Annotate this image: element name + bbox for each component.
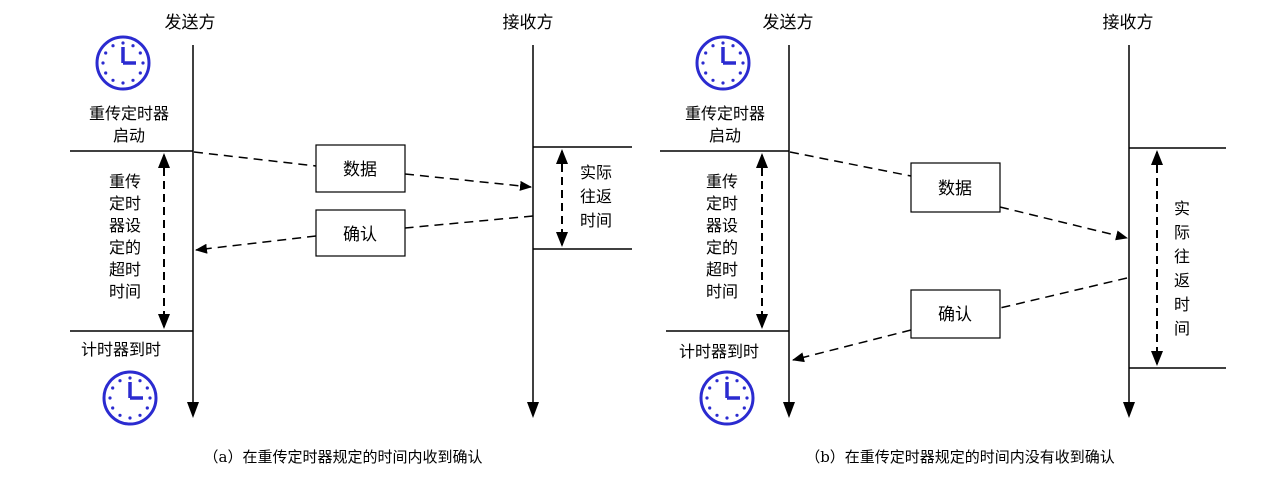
ack-arrow: [195, 235, 317, 254]
clock-icon: [102, 370, 158, 426]
receiver-timeline-arrowhead: [1123, 402, 1135, 418]
timeout-arrowhead-down: [756, 314, 768, 329]
rtt-line-1: 实: [1174, 199, 1190, 218]
rtt-line-1: 实际: [580, 163, 612, 182]
timeout-line-1: 重传: [706, 172, 738, 191]
timer-expire-label: 计时器到时: [679, 342, 759, 361]
rtt-line-4: 返: [1174, 271, 1190, 290]
data-label: 数据: [343, 160, 377, 180]
ack-label: 确认: [938, 305, 972, 325]
ack-arrow: [792, 329, 912, 363]
sender-timeline-arrowhead: [187, 402, 199, 418]
ack-box: [910, 289, 1001, 339]
timeout-line-4: 定的: [706, 238, 738, 257]
data-path-segment: [193, 151, 317, 167]
diagram-b: 发送方 接收方 重传定时器 启动 重传 定时 器设 定的 超时 时间 计时器到时…: [660, 13, 1226, 466]
data-path-segment: [789, 151, 912, 177]
timer-start-line-1: 重传定时器: [685, 104, 765, 123]
timeout-line-3: 器设: [706, 216, 738, 235]
timeout-arrowhead-down: [158, 314, 170, 329]
diagram-a: 发送方 接收方 重传定时器 启动 重传 定时 器设 定的 超时 时间 计时器到时…: [70, 13, 632, 466]
timeout-line-6: 时间: [706, 282, 738, 301]
timer-start-line-2: 启动: [709, 126, 741, 145]
timeout-line-6: 时间: [109, 282, 141, 301]
receiver-timeline-arrowhead: [527, 402, 539, 418]
timeout-line-4: 定的: [109, 238, 141, 257]
timeout-line-2: 定时: [706, 194, 738, 213]
rtt-line-2: 往返: [580, 187, 612, 206]
timer-expire-label: 计时器到时: [81, 340, 161, 359]
data-box: [910, 162, 1001, 213]
clock-icon: [95, 35, 151, 91]
timeout-line-1: 重传: [109, 172, 141, 191]
clock-icon: [699, 370, 755, 426]
data-label: 数据: [938, 179, 972, 199]
rtt-line-5: 时: [1174, 295, 1190, 314]
rtt-arrowhead-down: [556, 232, 568, 247]
rtt-arrowhead-up: [556, 149, 568, 164]
timer-start-line-2: 启动: [113, 126, 145, 145]
caption: （a）在重传定时器规定的时间内收到确认: [204, 448, 483, 466]
timeout-line-3: 器设: [109, 216, 141, 235]
timeout-arrowhead-up: [158, 153, 170, 168]
rtt-line-2: 际: [1174, 223, 1190, 242]
data-arrow: [404, 173, 532, 191]
caption: （b）在重传定时器规定的时间内没有收到确认: [805, 448, 1115, 466]
data-arrow: [999, 206, 1128, 241]
sender-timeline-arrowhead: [783, 402, 795, 418]
timer-start-line-1: 重传定时器: [89, 104, 169, 123]
rtt-line-3: 往: [1174, 247, 1190, 266]
rtt-line-3: 时间: [580, 211, 612, 230]
rtt-arrowhead-down: [1151, 351, 1163, 366]
rtt-line-6: 间: [1174, 319, 1190, 338]
timeout-line-5: 超时: [109, 260, 141, 279]
timeout-line-5: 超时: [706, 260, 738, 279]
sender-label: 发送方: [763, 13, 814, 33]
data-box: [315, 144, 406, 193]
receiver-label: 接收方: [503, 13, 554, 33]
ack-path-segment: [404, 215, 534, 229]
clock-icon: [695, 35, 751, 91]
ack-label: 确认: [343, 225, 377, 245]
ack-path-segment: [999, 277, 1128, 309]
receiver-label: 接收方: [1103, 13, 1154, 33]
ack-box: [315, 209, 406, 257]
timeout-arrowhead-up: [756, 153, 768, 168]
sender-label: 发送方: [165, 13, 216, 33]
rtt-arrowhead-up: [1151, 150, 1163, 165]
timeout-line-2: 定时: [109, 194, 141, 213]
